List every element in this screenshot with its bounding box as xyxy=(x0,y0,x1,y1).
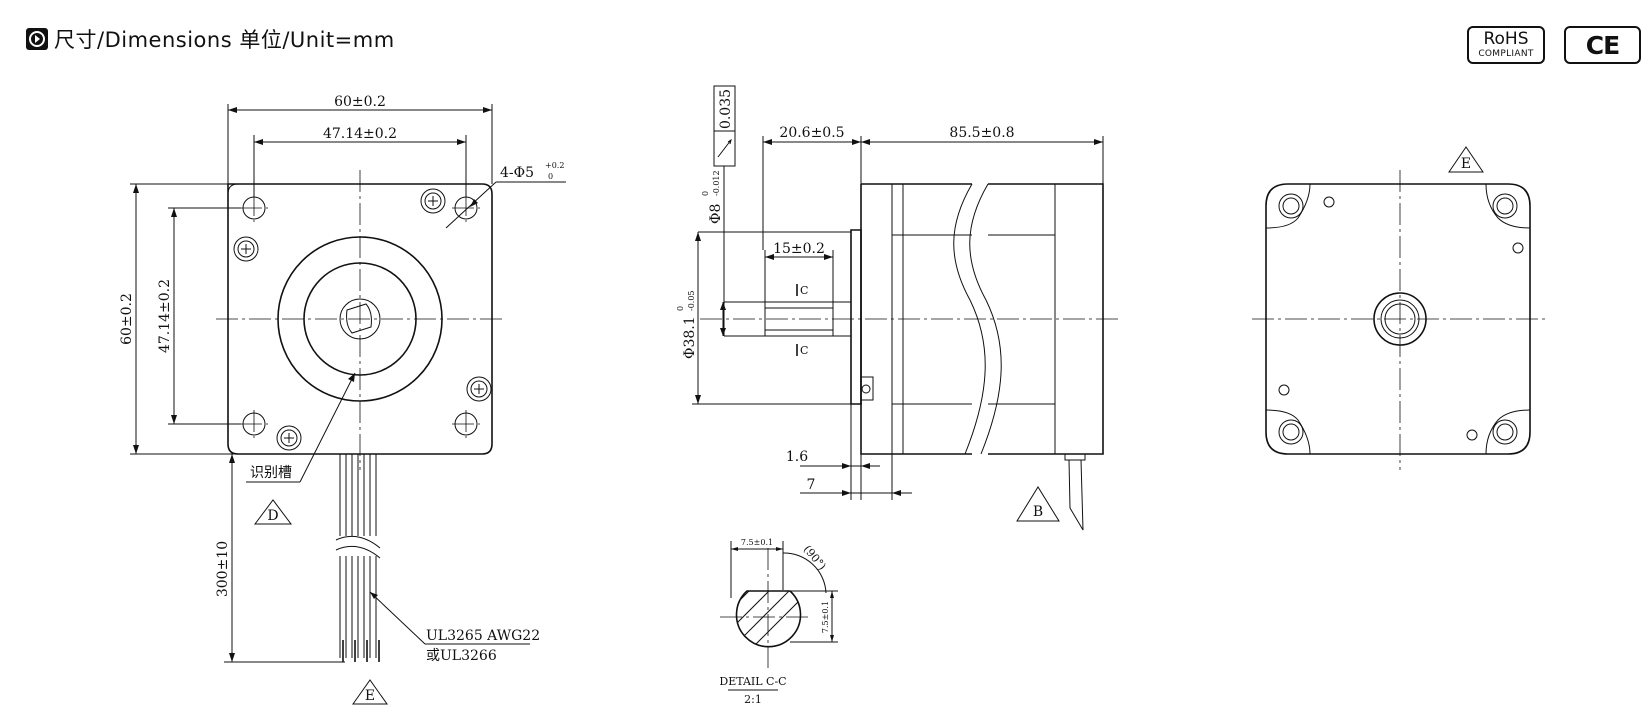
certification-badges: RoHS COMPLIANT CE xyxy=(1467,26,1641,64)
dim-shaft-length-label: 20.6±0.5 xyxy=(779,125,844,141)
hole-callout-label: 4-Φ5 xyxy=(500,165,534,181)
section-c-bottom: C xyxy=(800,344,808,357)
screw-icon xyxy=(466,376,492,402)
dim-hole-spacing-v-label: 47.14±0.2 xyxy=(157,279,173,353)
circled-arrow-icon xyxy=(26,28,48,50)
page-header: 尺寸/Dimensions 单位/Unit=mm xyxy=(26,24,395,54)
rohs-compliant-text: COMPLIANT xyxy=(1478,49,1534,59)
ce-mark-badge: CE xyxy=(1564,26,1641,64)
front-view: 60±0.2 47.14±0.2 60±0.2 47.14±0.2 4-Φ5 +… xyxy=(119,94,566,705)
shaft-dia-label: Φ8 xyxy=(708,204,724,224)
dim-hole-spacing-h-label: 47.14±0.2 xyxy=(323,126,397,142)
hole-tol-lower: 0 xyxy=(548,172,553,181)
dim-body-length-label: 85.5±0.8 xyxy=(949,125,1014,141)
dim-height-label: 60±0.2 xyxy=(119,293,135,345)
dim-flat-length-label: 15±0.2 xyxy=(773,241,825,257)
rohs-text: RoHS xyxy=(1483,29,1529,49)
rear-view-e-label: E xyxy=(1461,156,1471,172)
dim-width-label: 60±0.2 xyxy=(334,94,386,110)
boss-tol-lower: -0.05 xyxy=(687,290,696,311)
mounting-hole xyxy=(240,410,268,438)
view-e-label: E xyxy=(365,688,375,704)
screw-icon xyxy=(420,188,446,214)
detail-title: DETAIL C-C xyxy=(719,675,786,688)
boss-dia-label: Φ38.1 xyxy=(682,316,698,359)
detail-c-c: 7.5±0.1 7.5±0.1 (90°) DETAIL C-C 2:1 xyxy=(719,538,838,706)
rear-view: E xyxy=(1252,146,1546,470)
detail-dim-h-label: 7.5±0.1 xyxy=(741,538,773,547)
section-c-top: C xyxy=(800,284,808,297)
boss-tol-upper: 0 xyxy=(676,306,685,311)
rohs-badge: RoHS COMPLIANT xyxy=(1467,26,1545,64)
shaft-tol-upper: 0 xyxy=(701,191,710,196)
shaft-tol-lower: -0.012 xyxy=(712,170,721,196)
lead-length-label: 300±10 xyxy=(215,541,231,597)
groove-label: 识别槽 xyxy=(250,465,292,481)
screw-icon xyxy=(276,425,302,451)
lead-wires xyxy=(335,454,381,662)
page-title: 尺寸/Dimensions 单位/Unit=mm xyxy=(54,28,395,52)
dim-flange-thickness-label: 7 xyxy=(807,477,816,493)
dim-boss-height-label: 1.6 xyxy=(786,449,808,465)
view-b-label: B xyxy=(1033,504,1043,520)
detail-scale: 2:1 xyxy=(744,693,762,706)
wire-spec-2: 或UL3266 xyxy=(426,648,497,664)
mounting-hole xyxy=(452,410,480,438)
wire-spec-1: UL3265 AWG22 xyxy=(426,628,540,644)
mounting-hole xyxy=(452,194,480,222)
side-view: 20.6±0.5 85.5±0.8 0.035 Φ8 0 -0.012 Φ38.… xyxy=(676,85,1118,531)
runout-label: 0.035 xyxy=(718,89,734,129)
screw-icon xyxy=(233,236,259,262)
detail-dim-v-label: 7.5±0.1 xyxy=(821,601,830,633)
mounting-hole xyxy=(240,194,268,222)
detail-angle-label: (90°) xyxy=(801,543,829,573)
hole-tol-upper: +0.2 xyxy=(545,161,564,170)
view-d-label: D xyxy=(267,508,278,524)
